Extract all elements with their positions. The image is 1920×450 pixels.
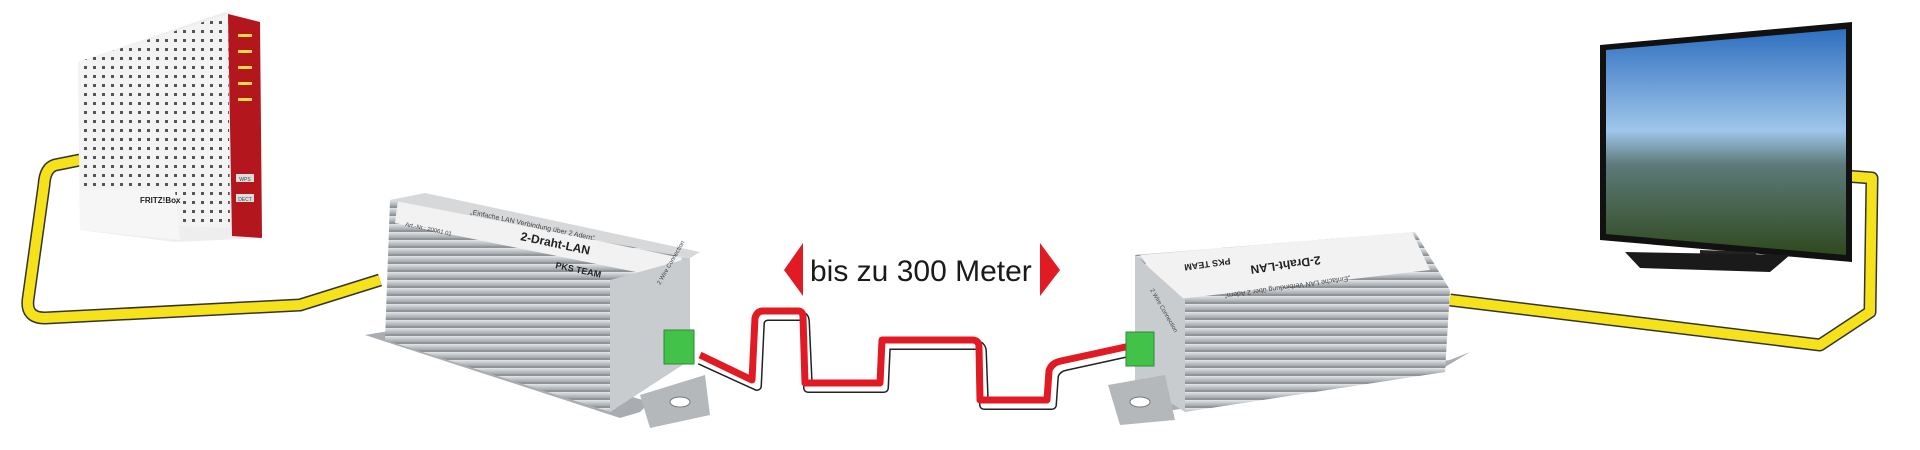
distance-indicator: bis zu 300 Meter bbox=[784, 243, 1060, 296]
fritzbox-router: WPS DECT FRITZ!Box bbox=[78, 12, 262, 242]
television bbox=[1600, 22, 1852, 272]
lan-adapter-left: 2-Draht-LAN „Einfache LAN Verbindung übe… bbox=[365, 193, 710, 428]
wps-button bbox=[236, 174, 254, 182]
dect-button bbox=[236, 194, 254, 202]
wps-label: WPS bbox=[239, 177, 251, 183]
lan-adapter-right: 2-Draht-LAN „Einfache LAN Verbindung übe… bbox=[1108, 232, 1470, 425]
terminal-block-right[interactable] bbox=[1125, 331, 1155, 367]
terminal-block-left[interactable] bbox=[663, 329, 695, 365]
dect-label: DECT bbox=[238, 197, 252, 203]
router-brand: FRITZ!Box bbox=[140, 196, 181, 205]
distance-label: bis zu 300 Meter bbox=[810, 255, 1032, 288]
arrow-left-icon bbox=[784, 243, 803, 296]
two-wire-cable-red bbox=[698, 307, 1131, 404]
arrow-right-icon bbox=[1040, 243, 1060, 296]
